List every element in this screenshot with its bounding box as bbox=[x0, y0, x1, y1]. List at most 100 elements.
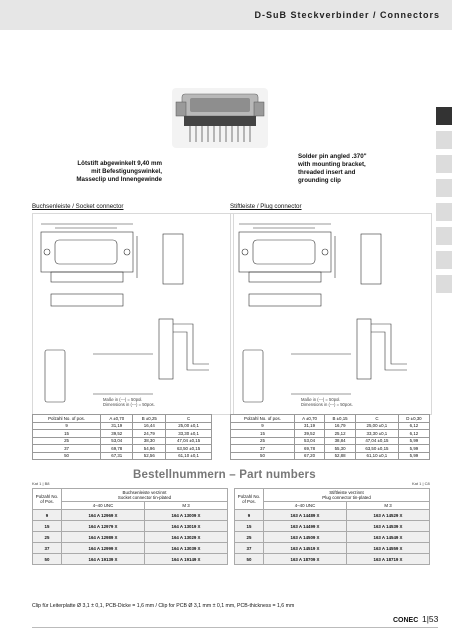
table-cell: 25,12 bbox=[324, 429, 356, 438]
table-cell: 38,30 bbox=[132, 436, 167, 445]
table-cell: 53,04 bbox=[100, 436, 134, 445]
table-cell: 38,84 bbox=[324, 436, 356, 445]
part-number-cell: 163 A 18709 X bbox=[263, 553, 347, 565]
part-number-cell: 164 A 12989 X bbox=[61, 531, 145, 543]
plug-order-table: Polzahl No. of Pos. Stiftleiste verzinnt… bbox=[234, 488, 430, 565]
socket-section-label: Buchsenleiste / Socket connector bbox=[32, 203, 124, 210]
table-cell: 24,79 bbox=[132, 429, 167, 438]
table-header-cell: B ±0,15 bbox=[324, 414, 356, 423]
part-number-cell: 164 A 13019 X bbox=[144, 520, 228, 532]
table-cell: 37 bbox=[31, 444, 102, 453]
table-header-row: Polzahl No. of Pos. Buchsenleiste verzin… bbox=[32, 488, 228, 510]
table-cell: 15 bbox=[234, 520, 264, 532]
table-cell: 15 bbox=[230, 429, 295, 438]
side-tab[interactable] bbox=[436, 131, 452, 149]
table-cell: 54,96 bbox=[132, 444, 167, 453]
table-cell: 69,78 bbox=[100, 444, 134, 453]
order-desc-line: Buchsenleiste verzinnt bbox=[122, 490, 167, 495]
table-cell: 25 bbox=[230, 436, 295, 445]
caption-left-line: Lötstift abgewinkelt 9,40 mm bbox=[77, 160, 162, 167]
drawing-note-line: Maße in (---) = 50pol. bbox=[301, 397, 341, 402]
plug-technical-drawing: Maße in (---) = 50pol. Dimensions in (--… bbox=[230, 213, 432, 415]
caption-right-line: grounding clip bbox=[298, 177, 341, 184]
side-tab[interactable] bbox=[436, 179, 452, 197]
table-cell: 33,30 ±0,1 bbox=[165, 429, 212, 438]
caption-left: Lötstift abgewinkelt 9,40 mm mit Befesti… bbox=[32, 160, 162, 184]
table-cell: 31,19 bbox=[293, 421, 326, 430]
table-cell: 50 bbox=[234, 553, 264, 565]
product-photo bbox=[172, 88, 268, 148]
order-desc-line: Socket connector tin-plated bbox=[117, 495, 172, 500]
table-header-cell: B ±0,25 bbox=[132, 414, 167, 423]
table-cell: 6,12 bbox=[397, 429, 431, 438]
table-cell: 37 bbox=[32, 542, 62, 554]
socket-drawing-note: Maße in (---) = 50pol. Dimensions in (--… bbox=[103, 397, 155, 407]
table-cell: 15 bbox=[31, 429, 102, 438]
kat-left: Kat 1 | B8 bbox=[32, 481, 50, 486]
part-number-cell: 163 A 14549 X bbox=[346, 531, 430, 543]
socket-order-table: Polzahl No. of Pos. Buchsenleiste verzin… bbox=[32, 488, 228, 565]
table-cell: 15 bbox=[32, 520, 62, 532]
table-cell: 52,56 bbox=[132, 451, 167, 460]
table-cell: 67,20 bbox=[293, 451, 326, 460]
table-cell: 69,78 bbox=[293, 444, 326, 453]
table-cell: 37 bbox=[230, 444, 295, 453]
table-cell: 5,99 bbox=[397, 451, 431, 460]
part-number-cell: 163 A 18719 X bbox=[346, 553, 430, 565]
table-cell: 61,10 ±0,1 bbox=[165, 451, 212, 460]
plug-dimension-table: Polzahl No. of pos. A ±0,70 B ±0,15 C D … bbox=[230, 414, 431, 460]
table-header-cell: C bbox=[165, 414, 212, 423]
part-number-cell: 164 A 13029 X bbox=[144, 531, 228, 543]
order-desc-line: Plug connector tin-plated bbox=[322, 495, 371, 500]
table-header-cell: M 3 bbox=[144, 501, 228, 510]
side-tab[interactable] bbox=[436, 227, 452, 245]
table-header-row: Polzahl No. of pos. A ±0,70 B ±0,15 C D … bbox=[230, 414, 431, 423]
part-number-cell: 163 A 14529 X bbox=[346, 509, 430, 521]
caption-right: Solder pin angled .370" with mounting br… bbox=[298, 153, 428, 185]
drawing-note-line: Maße in (---) = 50pol. bbox=[103, 397, 143, 402]
side-tab[interactable] bbox=[436, 203, 452, 221]
order-title: Bestellnummern – Part numbers bbox=[133, 469, 316, 481]
table-header-row: Polzahl No. of Pos. Stiftleiste verzinnt… bbox=[234, 488, 430, 510]
table-cell: 25,00 ±0,1 bbox=[354, 421, 399, 430]
caption-left-line: mit Befestigungswinkel, bbox=[91, 168, 162, 175]
table-cell: 39,52 bbox=[293, 429, 326, 438]
part-number-cell: 163 A 14509 X bbox=[263, 531, 347, 543]
side-tab-active[interactable] bbox=[436, 107, 452, 125]
side-tab[interactable] bbox=[436, 275, 452, 293]
footer-divider bbox=[32, 627, 438, 628]
part-number-cell: 163 A 14539 X bbox=[346, 520, 430, 532]
caption-right-line: threaded insert and bbox=[298, 169, 356, 176]
part-number-cell: 164 A 19139 X bbox=[61, 553, 145, 565]
table-cell: 6,12 bbox=[397, 421, 431, 430]
table-header-cell: A ±0,70 bbox=[293, 414, 326, 423]
table-cell: 5,99 bbox=[397, 444, 431, 453]
table-cell: 25 bbox=[31, 436, 102, 445]
side-tab[interactable] bbox=[436, 251, 452, 269]
table-cell: 16,44 bbox=[132, 421, 167, 430]
table-header-cell: A ±0,70 bbox=[100, 414, 134, 423]
table-header-cell: Buchsenleiste verzinnt Socket connector … bbox=[61, 488, 228, 502]
footnote: Clip für Leiterplatte Ø 3,1 ± 0,1, PCB-D… bbox=[32, 603, 295, 609]
order-desc-line: Stiftleiste verzinnt bbox=[329, 490, 364, 495]
table-header-row: 4–40 UNC M 3 bbox=[235, 501, 430, 510]
plug-section-label: Stiftleiste / Plug connector bbox=[230, 203, 302, 210]
side-tab[interactable] bbox=[436, 155, 452, 173]
part-number-cell: 163 A 14559 X bbox=[346, 542, 430, 554]
table-cell: 9 bbox=[31, 421, 102, 430]
part-number-cell: 164 A 13009 X bbox=[144, 509, 228, 521]
caption-right-line: with mounting bracket, bbox=[298, 161, 366, 168]
